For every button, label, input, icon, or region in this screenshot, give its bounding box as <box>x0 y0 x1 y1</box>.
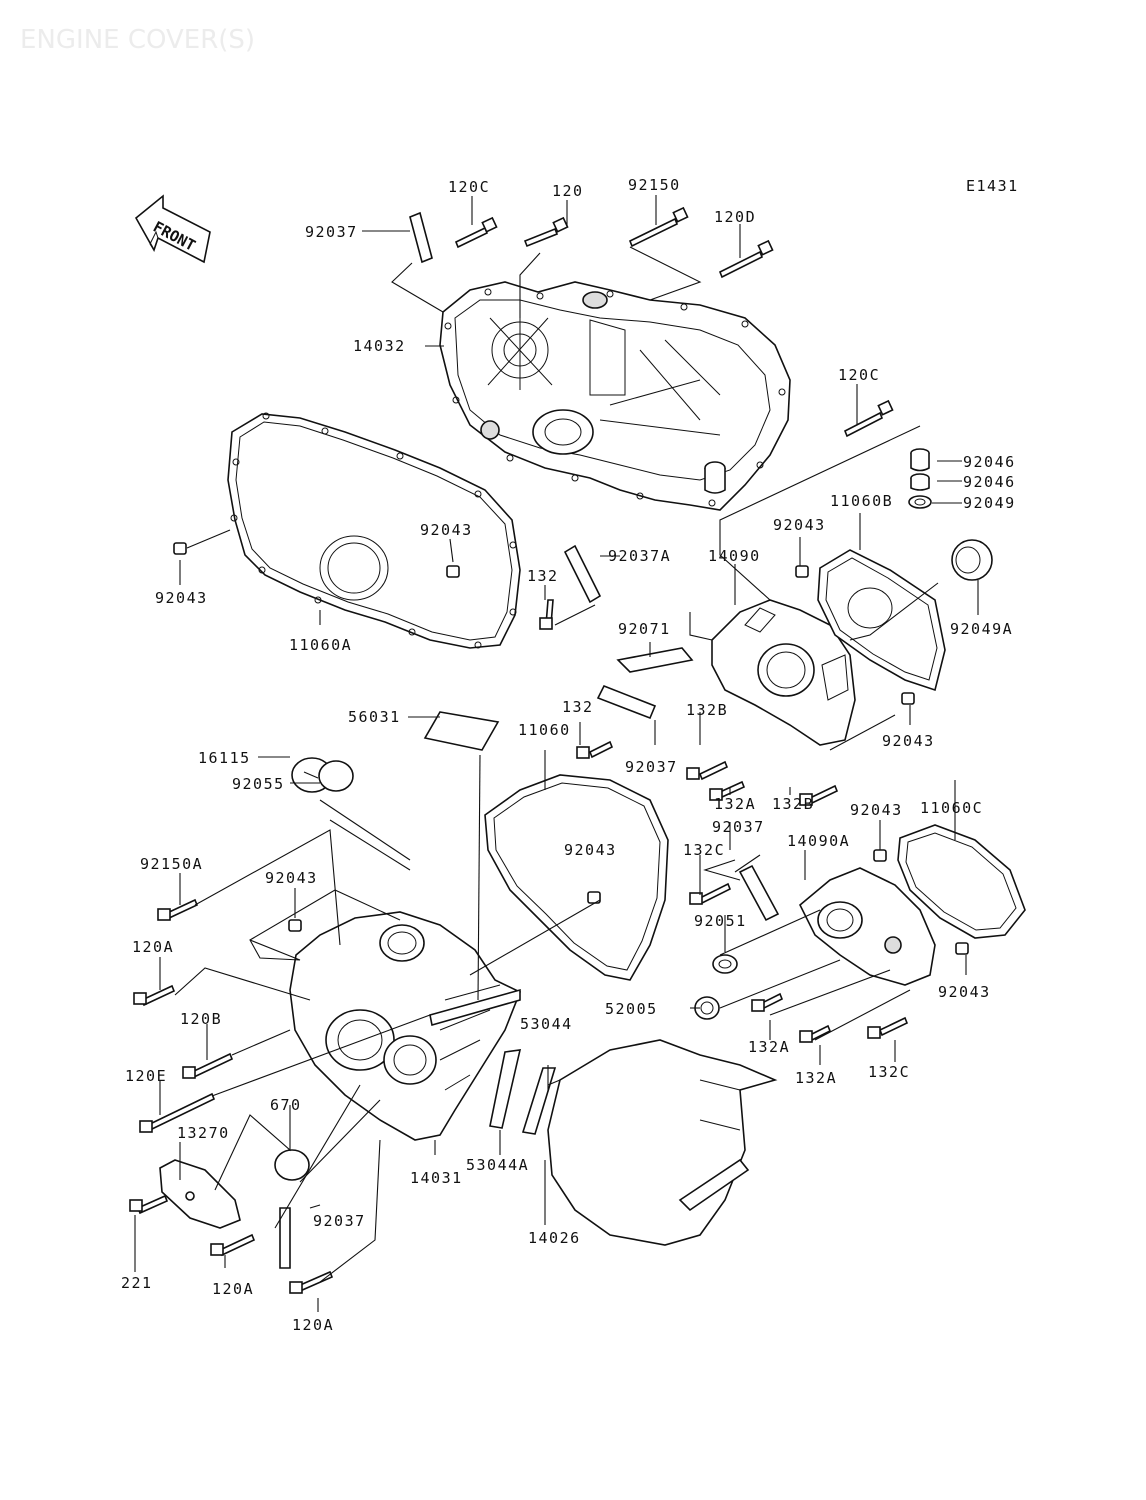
part-label: 92046 <box>963 453 1016 471</box>
part-92046-collar <box>910 448 930 472</box>
part-label: 120C <box>838 366 880 384</box>
part-label: 11060A <box>289 636 352 654</box>
leader-lines <box>134 195 979 1312</box>
part-56031-label <box>423 711 500 751</box>
part-labels: 120C 120 92150 120D 92037 14032 120C 920… <box>121 176 1016 1334</box>
part-13270-plate <box>159 1159 241 1229</box>
part-label: 53044A <box>466 1156 529 1174</box>
part-label: 92037A <box>608 547 671 565</box>
part-plates-and-rods <box>279 211 780 1269</box>
part-11060-gasket <box>484 774 669 981</box>
part-14090-cover <box>711 599 856 746</box>
part-label: 132A <box>714 795 756 813</box>
part-label: 120A <box>292 1316 334 1334</box>
diagram-code: E1431 <box>966 177 1019 195</box>
part-label: 11060 <box>518 721 571 739</box>
part-label: 16115 <box>198 749 251 767</box>
part-label: 120D <box>714 208 756 226</box>
part-label: 92150A <box>140 855 203 873</box>
part-label: 132A <box>748 1038 790 1056</box>
part-label: 56031 <box>348 708 401 726</box>
part-label: 221 <box>121 1274 153 1292</box>
part-670-o-ring <box>274 1149 310 1181</box>
part-label: 92043 <box>155 589 208 607</box>
front-arrow-icon: FRONT <box>134 194 211 264</box>
part-92051-seal <box>712 954 738 974</box>
part-14090a-cover <box>799 867 936 986</box>
part-92046-collar <box>910 473 930 491</box>
part-label: 92043 <box>882 732 935 750</box>
dowel-pin-icons <box>173 542 969 955</box>
part-label: 92043 <box>420 521 473 539</box>
part-label: 92150 <box>628 176 681 194</box>
part-label: 92049 <box>963 494 1016 512</box>
part-label: 132A <box>795 1069 837 1087</box>
part-label: 92037 <box>712 818 765 836</box>
part-label: 14026 <box>528 1229 581 1247</box>
part-label: 92043 <box>265 869 318 887</box>
part-label: 92071 <box>618 620 671 638</box>
part-92049a-seal <box>951 539 993 581</box>
part-label: 92043 <box>850 801 903 819</box>
part-label: 132 <box>527 567 559 585</box>
part-label: 120A <box>132 938 174 956</box>
part-label: 92046 <box>963 473 1016 491</box>
part-label: 14032 <box>353 337 406 355</box>
part-14031-cover <box>289 911 522 1141</box>
part-label: 92043 <box>938 983 991 1001</box>
diagram-title: ENGINE COVER(S) <box>20 25 255 55</box>
part-label: 120 <box>552 182 584 200</box>
part-label: 92055 <box>232 775 285 793</box>
part-label: 92051 <box>694 912 747 930</box>
part-label: 120A <box>212 1280 254 1298</box>
part-11060a-gasket <box>227 412 521 649</box>
part-label: 92037 <box>313 1212 366 1230</box>
part-label: 92037 <box>625 758 678 776</box>
part-14026-cover <box>547 1039 778 1246</box>
part-14032-cover <box>439 281 791 511</box>
part-label: 132B <box>772 795 814 813</box>
part-label: 14031 <box>410 1169 463 1187</box>
part-label: 53044 <box>520 1015 573 1033</box>
part-label: 92037 <box>305 223 358 241</box>
part-11060b-gasket <box>817 549 946 692</box>
part-label: 52005 <box>605 1000 658 1018</box>
part-label: 120C <box>448 178 490 196</box>
plate-hole-icon <box>185 1191 195 1201</box>
part-label: 120E <box>125 1067 167 1085</box>
part-92049-seal <box>908 495 932 509</box>
part-label: 92043 <box>773 516 826 534</box>
part-label: 92043 <box>564 841 617 859</box>
part-label: 11060B <box>830 492 893 510</box>
part-label: 120B <box>180 1010 222 1028</box>
part-label: 14090 <box>708 547 761 565</box>
part-label: 92049A <box>950 620 1013 638</box>
part-label: 14090A <box>787 832 850 850</box>
part-11060c-gasket <box>897 824 1026 939</box>
part-label: 132 <box>562 698 594 716</box>
part-label: 670 <box>270 1096 302 1114</box>
part-92055-o-ring <box>318 760 354 792</box>
part-label: 132C <box>683 841 725 859</box>
bolt-icons <box>129 206 909 1294</box>
part-label: 11060C <box>920 799 983 817</box>
part-label: 132C <box>868 1063 910 1081</box>
part-label: 132B <box>686 701 728 719</box>
part-label: 13270 <box>177 1124 230 1142</box>
